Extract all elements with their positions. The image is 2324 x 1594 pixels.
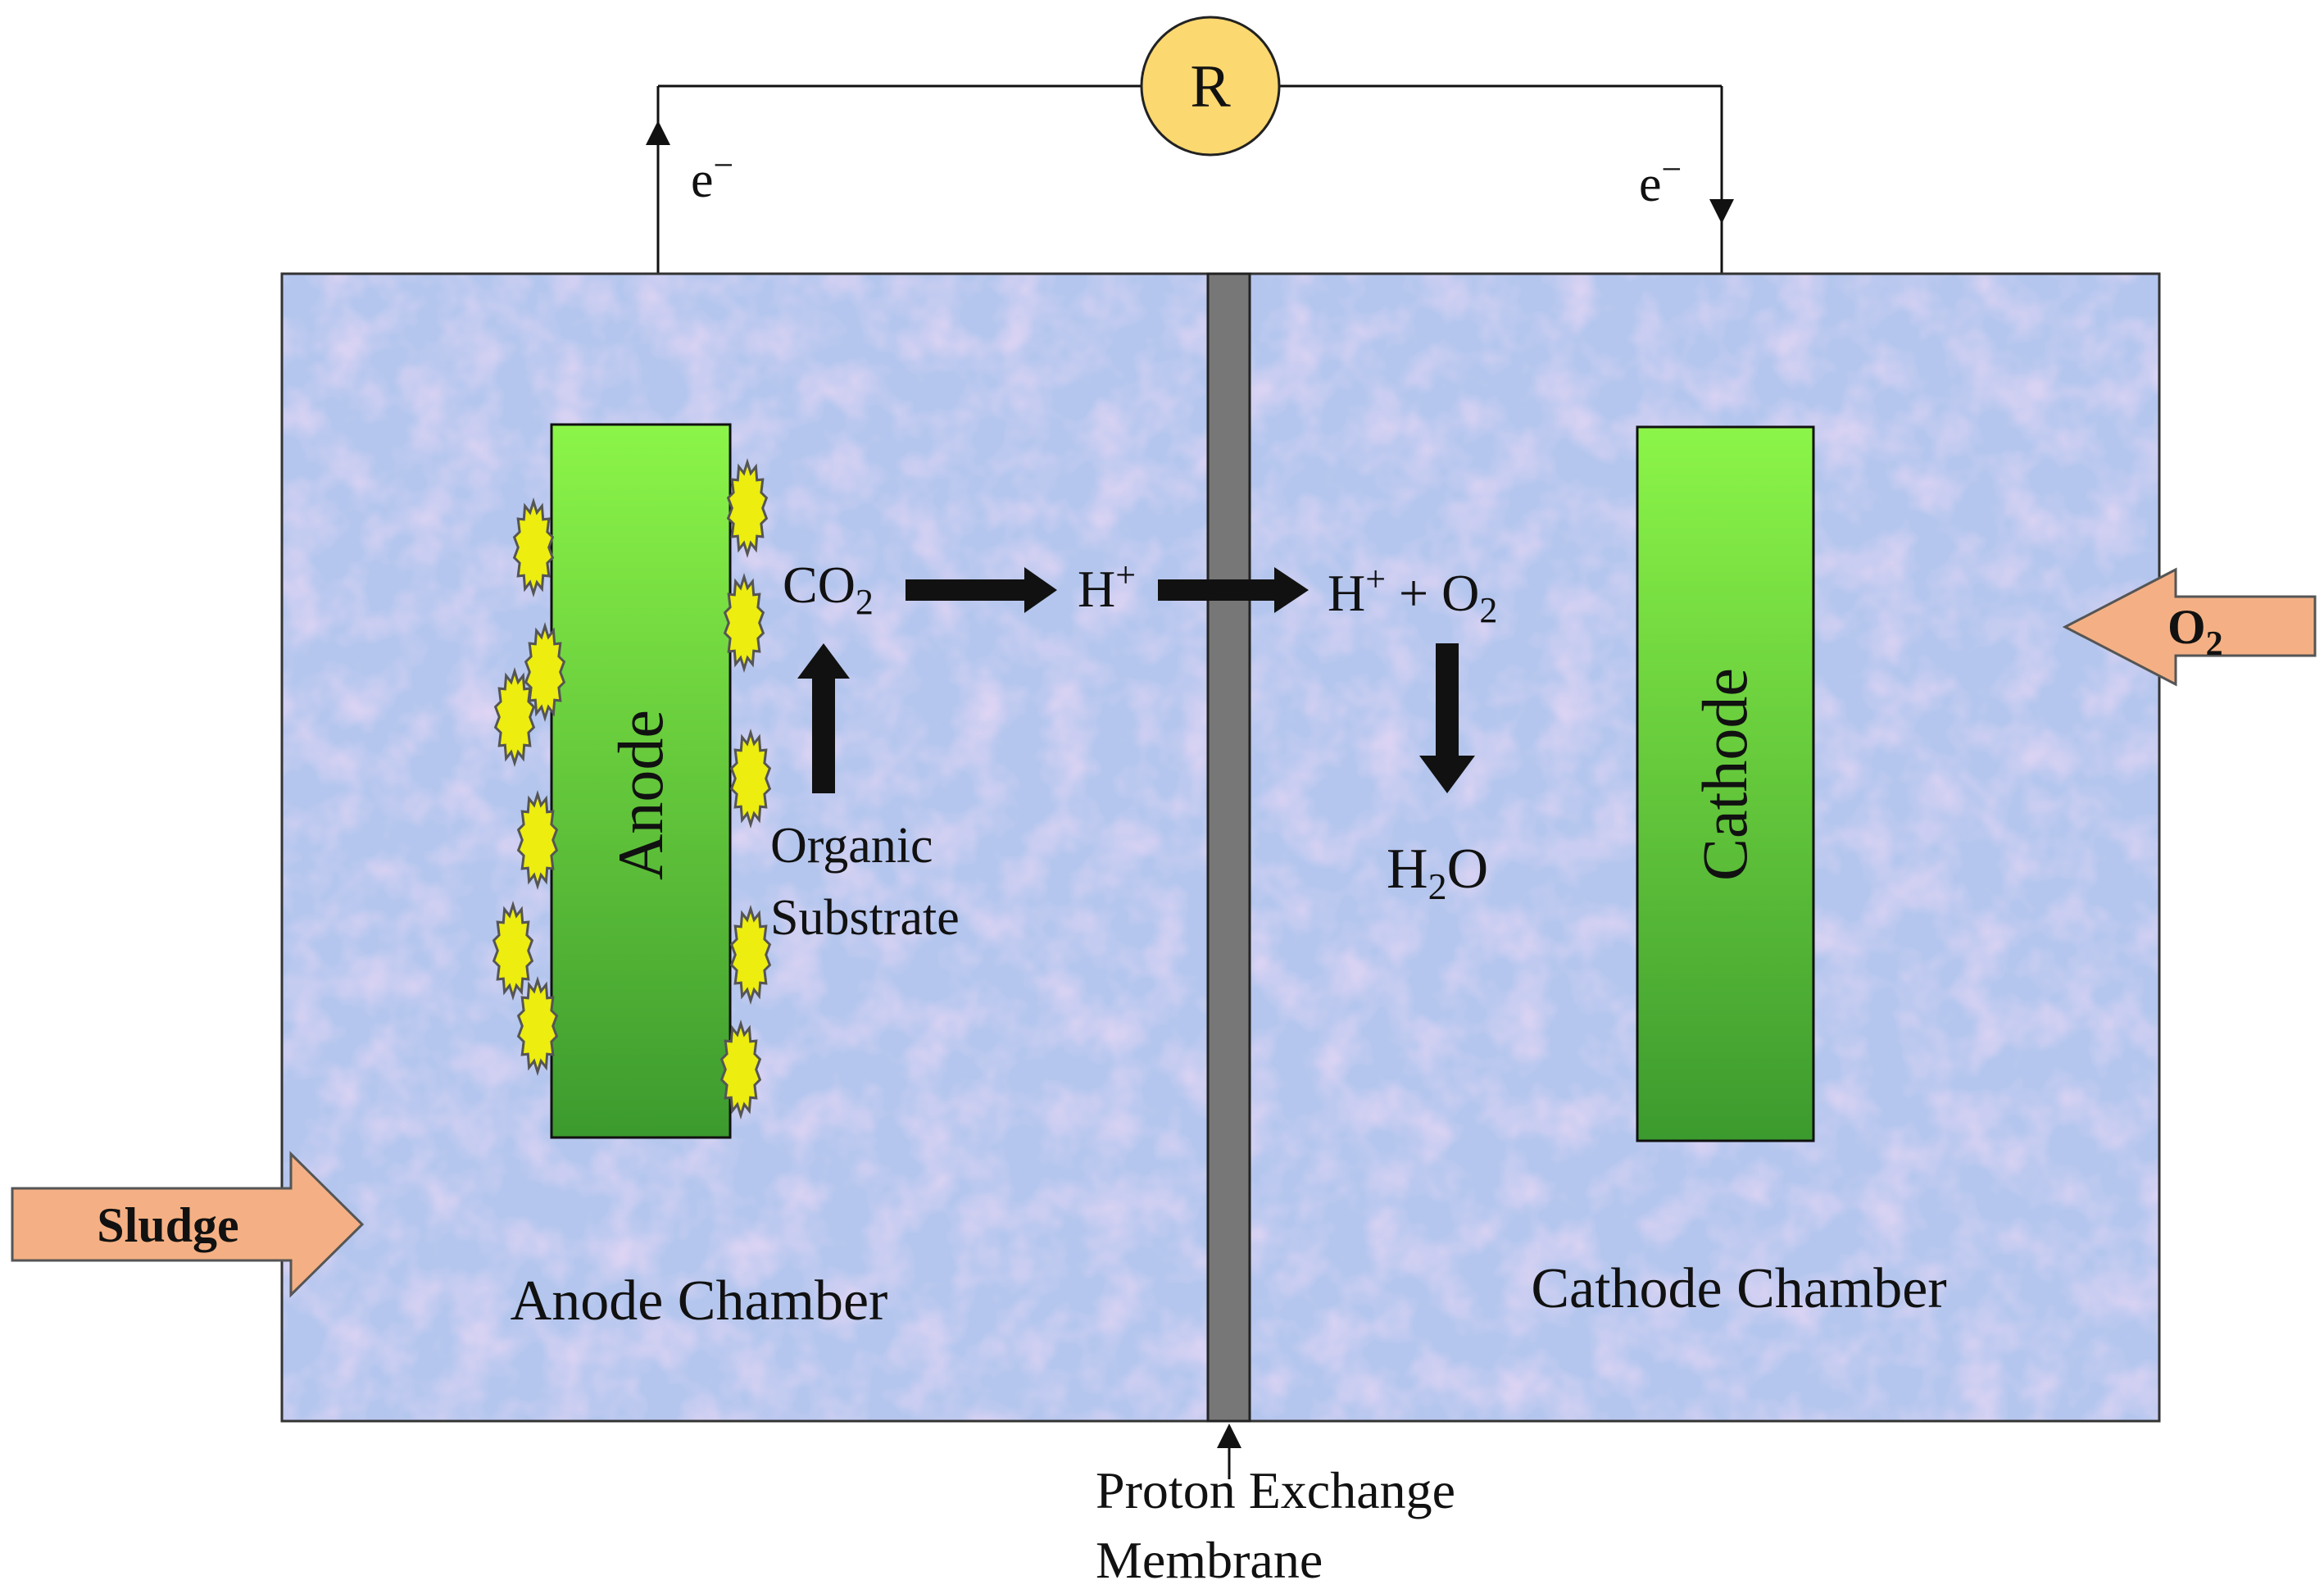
microbe <box>516 975 559 1077</box>
cathode-label: Cathode <box>1689 668 1760 881</box>
sludge-input-label: Sludge <box>97 1198 238 1252</box>
co2-label: CO2 <box>783 556 874 622</box>
cathode-chamber-label: Cathode Chamber <box>1531 1257 1946 1320</box>
reaction-label: H+ + O2 <box>1328 559 1497 630</box>
resistor-label: R <box>1190 53 1231 120</box>
microbe <box>493 666 536 768</box>
anode-label: Anode <box>605 710 676 880</box>
microbe-group <box>492 457 772 1120</box>
microbe <box>729 904 772 1006</box>
microbe <box>729 728 772 829</box>
oxygen-input-label: O2 <box>2167 600 2223 663</box>
oxygen-input-arrow <box>2062 567 2317 687</box>
reaction-to-water-arrow <box>1419 643 1475 793</box>
organic-label: Organic <box>770 818 933 874</box>
membrane-label-line2: Membrane <box>1096 1531 1323 1589</box>
substrate-label: Substrate <box>770 890 960 946</box>
microbe <box>726 457 769 559</box>
membrane-label-line1: Proton Exchange <box>1096 1461 1455 1519</box>
anode-chamber-texture <box>282 274 1208 1421</box>
electron-label-left: e− <box>691 145 733 208</box>
microbe <box>492 900 534 1001</box>
co2-to-hplus-arrow <box>906 567 1057 613</box>
anode-electrode <box>550 423 732 1139</box>
cathode-electrode <box>1636 425 1815 1142</box>
water-label: H2O <box>1387 838 1488 907</box>
microbe <box>516 789 559 891</box>
anode-chamber-label: Anode Chamber <box>511 1269 888 1333</box>
microbe <box>524 621 566 723</box>
sludge-input-arrow <box>11 1151 365 1298</box>
microbe <box>512 497 555 598</box>
substrate-to-co2-arrow <box>797 643 850 793</box>
proton-exchange-membrane <box>1206 272 1251 1423</box>
electron-label-right: e− <box>1639 149 1682 212</box>
resistor-circle <box>1140 16 1281 157</box>
hplus-label: H+ <box>1078 555 1136 618</box>
microbe <box>723 572 765 674</box>
microbe <box>719 1019 762 1120</box>
hplus-through-membrane-arrow <box>1158 567 1309 613</box>
